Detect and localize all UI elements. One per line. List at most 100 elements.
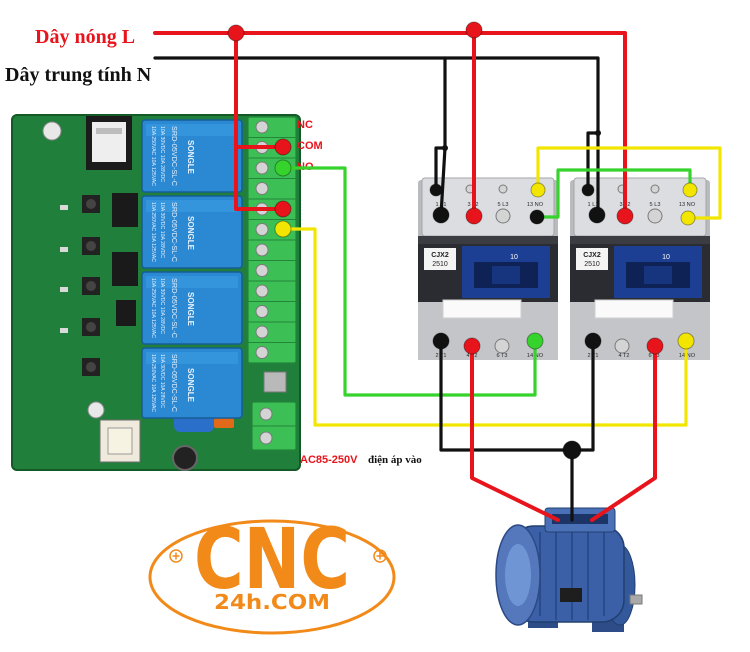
mounting-hole <box>42 121 62 141</box>
junction-dot <box>227 24 245 42</box>
relay-model: SRD-05VDC-SL-C <box>170 126 177 186</box>
contactor-rating: 10 <box>510 254 518 261</box>
ic-chip <box>116 300 136 326</box>
led <box>60 205 68 210</box>
relay-brand: SONGLE <box>186 216 195 251</box>
relay-2-no-wire <box>281 227 688 427</box>
contactor-model-sticker <box>576 248 608 270</box>
cnc24h-logo: CNC 24h.COM <box>148 510 396 635</box>
terminal-dot <box>581 183 595 197</box>
motor-neutral-wire <box>439 339 595 522</box>
motor-shaft <box>629 594 643 605</box>
terminal-dot <box>429 183 443 197</box>
neutral-wire-contactor-1 <box>434 56 447 217</box>
relay-4: 10A 250VAC 10A 125VAC 10A 30VDC 10A 28VD… <box>141 347 243 419</box>
logo-main-text: CNC <box>194 510 350 608</box>
motor-live-wire-reverse <box>590 344 657 522</box>
button-row <box>82 195 100 376</box>
terminal-dot <box>432 206 450 224</box>
relay-terminal-block <box>247 116 297 364</box>
junction-dot <box>562 440 582 460</box>
contactor-terminal-label: 6 T3 <box>496 353 507 359</box>
contactor-model: CJX2 <box>583 252 601 259</box>
connection-dots <box>227 21 698 460</box>
terminal-dot <box>529 209 545 225</box>
contactor-2: 1 L1 3 L2 5 L3 13 NO CJX2 2510 10 2 T1 4… <box>570 177 710 360</box>
terminal-dot <box>274 200 292 218</box>
terminal-dot <box>432 332 450 350</box>
relay-model: SRD-05VDC-SL-C <box>170 202 177 262</box>
motor-nameplate <box>560 588 582 602</box>
relay-brand: SONGLE <box>186 292 195 327</box>
contactor-code: 2510 <box>584 261 600 268</box>
terminal-dot <box>616 207 634 225</box>
contactor-terminal-label: 1 L1 <box>588 202 599 208</box>
relay-spec-line-1: 10A 250VAC 10A 125VAC <box>150 202 156 262</box>
electrolytic-capacitor <box>172 445 198 471</box>
terminal-dot <box>588 206 606 224</box>
contactor-code: 2510 <box>432 261 448 268</box>
relay-model: SRD-05VDC-SL-C <box>170 278 177 338</box>
relay-model: SRD-05VDC-SL-C <box>170 354 177 412</box>
terminal-dot <box>584 332 602 350</box>
contactor-1: 1 L1 3 L2 5 L3 13 NO CJX2 2510 10 2 T1 4… <box>418 177 558 360</box>
terminal-dot <box>682 182 698 198</box>
ic-chip <box>112 252 138 286</box>
power-transformer <box>99 419 141 463</box>
contactor-label-plate <box>594 299 674 319</box>
contactor-rating: 10 <box>662 254 670 261</box>
junction-dot <box>442 145 448 151</box>
junction-dot <box>465 21 483 39</box>
contactor-terminal-label: 5 L3 <box>650 202 661 208</box>
contactor-terminal-label: 13 NO <box>679 202 696 208</box>
terminal-dot <box>530 182 546 198</box>
led <box>60 247 68 252</box>
logo-sub-text: 24h.COM <box>214 590 330 614</box>
mounting-hole <box>87 401 105 419</box>
terminal-dot <box>274 138 292 156</box>
relay-1-no-wire <box>281 166 537 397</box>
terminal-dot <box>465 207 483 225</box>
terminal-dot <box>646 337 664 355</box>
neutral-wire-main <box>153 56 600 135</box>
interlock-wire-green <box>535 168 692 219</box>
terminal-dot <box>680 210 696 226</box>
plus-icon <box>373 549 387 563</box>
resistor <box>214 418 234 428</box>
terminal-dot <box>677 332 695 350</box>
plus-icon <box>169 549 183 563</box>
interlock-wire-yellow <box>536 146 722 220</box>
contactor-model: CJX2 <box>431 252 449 259</box>
terminal-dot <box>274 220 292 238</box>
relay-spec-line-2: 10A 30VDC 10A 28VDC <box>159 354 165 408</box>
terminal-label-nc: NC <box>297 119 313 131</box>
relay-2: 10A 250VAC 10A 125VAC 10A 30VDC 10A 28VD… <box>141 195 243 269</box>
terminal-dot <box>274 159 292 177</box>
motor-icon <box>495 507 643 632</box>
live-wire-main <box>153 31 627 218</box>
terminal-dot <box>526 332 544 350</box>
motor-live-wire-forward <box>470 344 560 522</box>
input-voltage-label: AC85-250V <box>300 454 358 466</box>
contactor-label-plate <box>442 299 522 319</box>
relay-brand: SONGLE <box>186 140 195 175</box>
relay-spec-line-2: 10A 30VDC 10A 28VDC <box>159 278 165 334</box>
terminal-label-com: COM <box>297 140 323 152</box>
relay-spec-line-1: 10A 250VAC 10A 125VAC <box>150 354 156 412</box>
relay-board: 10A 250VAC 10A 125VAC 10A 30VDC 10A 28VD… <box>11 114 301 471</box>
contactor-model-sticker <box>424 248 456 270</box>
relay-spec-line-1: 10A 250VAC 10A 125VAC <box>150 278 156 338</box>
relay-brand: SONGLE <box>186 368 195 403</box>
input-voltage-description: điện áp vào <box>368 454 422 466</box>
relay-spec-line-1: 10A 250VAC 10A 125VAC <box>150 126 156 186</box>
contactor-terminal-label: 4 T2 <box>618 353 629 359</box>
relay-spec-line-2: 10A 30VDC 10A 28VDC <box>159 126 165 182</box>
junction-dot <box>595 130 601 136</box>
terminal-dot <box>463 337 481 355</box>
wifi-module <box>86 116 132 170</box>
contactor-terminal-label: 13 NO <box>527 202 544 208</box>
neutral-wire-label: Dây trung tính N <box>5 64 152 86</box>
live-wire-label: Dây nóng L <box>35 26 135 48</box>
relay-1: 10A 250VAC 10A 125VAC 10A 30VDC 10A 28VD… <box>141 119 243 193</box>
